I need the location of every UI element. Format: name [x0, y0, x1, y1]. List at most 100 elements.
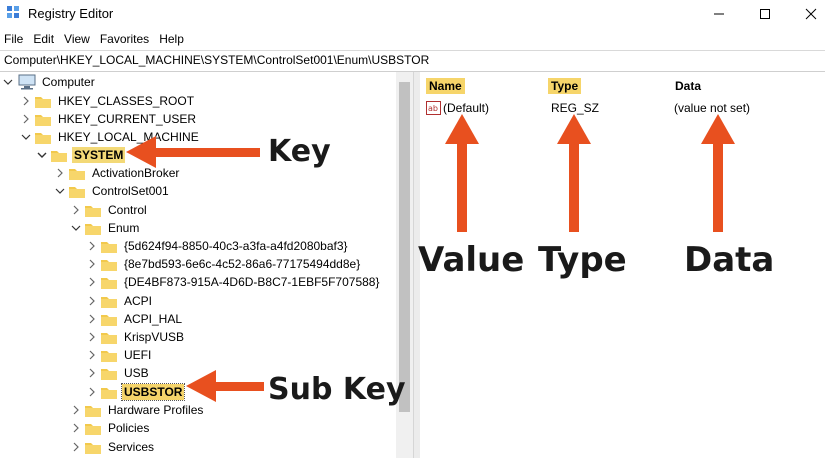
tree-item-services[interactable]: Services — [70, 438, 156, 456]
chevron-right-icon[interactable] — [70, 419, 82, 437]
tree-item-usb[interactable]: USB — [86, 364, 151, 382]
menu-bar: File Edit View Favorites Help — [0, 30, 189, 48]
chevron-down-icon[interactable] — [20, 128, 32, 146]
tree-item-label: KrispVUSB — [124, 330, 185, 344]
chevron-down-icon[interactable] — [70, 219, 82, 237]
folder-icon — [101, 367, 117, 380]
folder-icon — [101, 240, 117, 253]
menu-help[interactable]: Help — [159, 32, 184, 46]
tree-item-controlset001[interactable]: ControlSet001 — [54, 182, 171, 200]
key-arrow — [126, 136, 260, 168]
chevron-right-icon[interactable] — [86, 346, 98, 364]
annotation-type: Type — [538, 240, 627, 280]
folder-icon — [85, 422, 101, 435]
tree-item-label: Services — [108, 440, 155, 454]
title-bar: Registry Editor — [0, 0, 825, 30]
address-bar[interactable]: Computer\HKEY_LOCAL_MACHINE\SYSTEM\Contr… — [0, 50, 825, 72]
chevron-right-icon[interactable] — [86, 237, 98, 255]
folder-icon — [101, 331, 117, 344]
tree-item-label: Enum — [108, 221, 140, 235]
tree-item-label: HKEY_CURRENT_USER — [58, 112, 197, 126]
tree-item-guid-2[interactable]: {8e7bd593-6e6c-4c52-86a6-77175494dd8e} — [86, 255, 362, 273]
chevron-right-icon[interactable] — [20, 92, 32, 110]
folder-icon — [35, 131, 51, 144]
chevron-right-icon[interactable] — [86, 292, 98, 310]
folder-icon — [85, 204, 101, 217]
value-arrow — [445, 114, 479, 232]
tree-item-computer[interactable]: Computer — [2, 73, 97, 91]
chevron-right-icon[interactable] — [20, 110, 32, 128]
folder-icon — [35, 113, 51, 126]
tree-item-label: {DE4BF873-915A-4D6D-B8C7-1EBF5F707588} — [124, 275, 380, 289]
chevron-right-icon[interactable] — [86, 273, 98, 291]
address-path[interactable]: Computer\HKEY_LOCAL_MACHINE\SYSTEM\Contr… — [4, 53, 430, 67]
menu-file[interactable]: File — [4, 32, 24, 46]
maximize-button[interactable] — [742, 0, 788, 28]
annotation-sub-key: Sub Key — [268, 372, 406, 407]
tree-item-label: ActivationBroker — [92, 166, 180, 180]
value-row-name[interactable]: ab (Default) — [426, 100, 489, 116]
tree-item-label: ACPI — [124, 294, 153, 308]
tree-item-label: SYSTEM — [72, 147, 126, 163]
tree-item-acpi-hal[interactable]: ACPI_HAL — [86, 310, 184, 328]
minimize-button[interactable] — [696, 0, 742, 28]
chevron-right-icon[interactable] — [86, 328, 98, 346]
tree-scrollbar[interactable] — [396, 72, 413, 458]
folder-icon — [85, 404, 101, 417]
tree-item-guid-3[interactable]: {DE4BF873-915A-4D6D-B8C7-1EBF5F707588} — [86, 273, 381, 291]
tree-item-hardware-profiles[interactable]: Hardware Profiles — [70, 401, 205, 419]
column-header-data[interactable]: Data — [672, 78, 705, 94]
close-icon — [805, 8, 817, 20]
chevron-right-icon[interactable] — [86, 383, 98, 401]
chevron-right-icon[interactable] — [54, 164, 66, 182]
folder-icon — [101, 258, 117, 271]
chevron-down-icon[interactable] — [36, 146, 48, 164]
folder-icon — [101, 276, 117, 289]
menu-edit[interactable]: Edit — [33, 32, 55, 46]
tree-item-acpi[interactable]: ACPI — [86, 292, 154, 310]
chevron-right-icon[interactable] — [86, 364, 98, 382]
tree-item-krispvusb[interactable]: KrispVUSB — [86, 328, 186, 346]
annotation-data: Data — [684, 240, 775, 280]
chevron-right-icon[interactable] — [70, 401, 82, 419]
menu-favorites[interactable]: Favorites — [99, 32, 150, 46]
tree-item-system[interactable]: SYSTEM — [36, 146, 126, 164]
tree-item-usbstor[interactable]: USBSTOR — [86, 383, 186, 401]
tree-item-hkey-classes-root[interactable]: HKEY_CLASSES_ROOT — [20, 92, 196, 110]
tree-item-guid-1[interactable]: {5d624f94-8850-40c3-a3fa-a4fd2080baf3} — [86, 237, 350, 255]
tree-item-activationbroker[interactable]: ActivationBroker — [54, 164, 181, 182]
tree-item-hkey-local-machine[interactable]: HKEY_LOCAL_MACHINE — [20, 128, 201, 146]
folder-icon — [101, 349, 117, 362]
menu-view[interactable]: View — [64, 32, 90, 46]
chevron-right-icon[interactable] — [86, 255, 98, 273]
tree-item-policies[interactable]: Policies — [70, 419, 151, 437]
folder-icon — [101, 313, 117, 326]
string-value-icon: ab — [426, 101, 441, 115]
value-name: (Default) — [443, 101, 490, 115]
tree-item-hkey-current-user[interactable]: HKEY_CURRENT_USER — [20, 110, 198, 128]
tree-item-uefi[interactable]: UEFI — [86, 346, 153, 364]
minimize-icon — [714, 13, 724, 15]
tree-item-label: HKEY_CLASSES_ROOT — [58, 94, 195, 108]
tree-item-control[interactable]: Control — [70, 201, 149, 219]
folder-icon — [85, 441, 101, 454]
column-header-name[interactable]: Name — [426, 78, 465, 94]
chevron-right-icon[interactable] — [70, 438, 82, 456]
chevron-down-icon[interactable] — [54, 182, 66, 200]
data-arrow — [701, 114, 735, 232]
tree-item-label: {5d624f94-8850-40c3-a3fa-a4fd2080baf3} — [124, 239, 348, 253]
chevron-right-icon[interactable] — [86, 310, 98, 328]
chevron-right-icon[interactable] — [70, 201, 82, 219]
value-data: (value not set) — [674, 101, 751, 115]
column-header-type[interactable]: Type — [548, 78, 582, 94]
close-button[interactable] — [788, 0, 825, 28]
maximize-icon — [760, 9, 770, 19]
type-arrow — [557, 114, 591, 232]
chevron-down-icon[interactable] — [2, 73, 14, 91]
tree-item-enum[interactable]: Enum — [70, 219, 141, 237]
folder-icon — [35, 95, 51, 108]
folder-icon — [51, 149, 67, 162]
tree-item-label: ACPI_HAL — [124, 312, 183, 326]
tree-scrollbar-thumb[interactable] — [399, 82, 410, 412]
